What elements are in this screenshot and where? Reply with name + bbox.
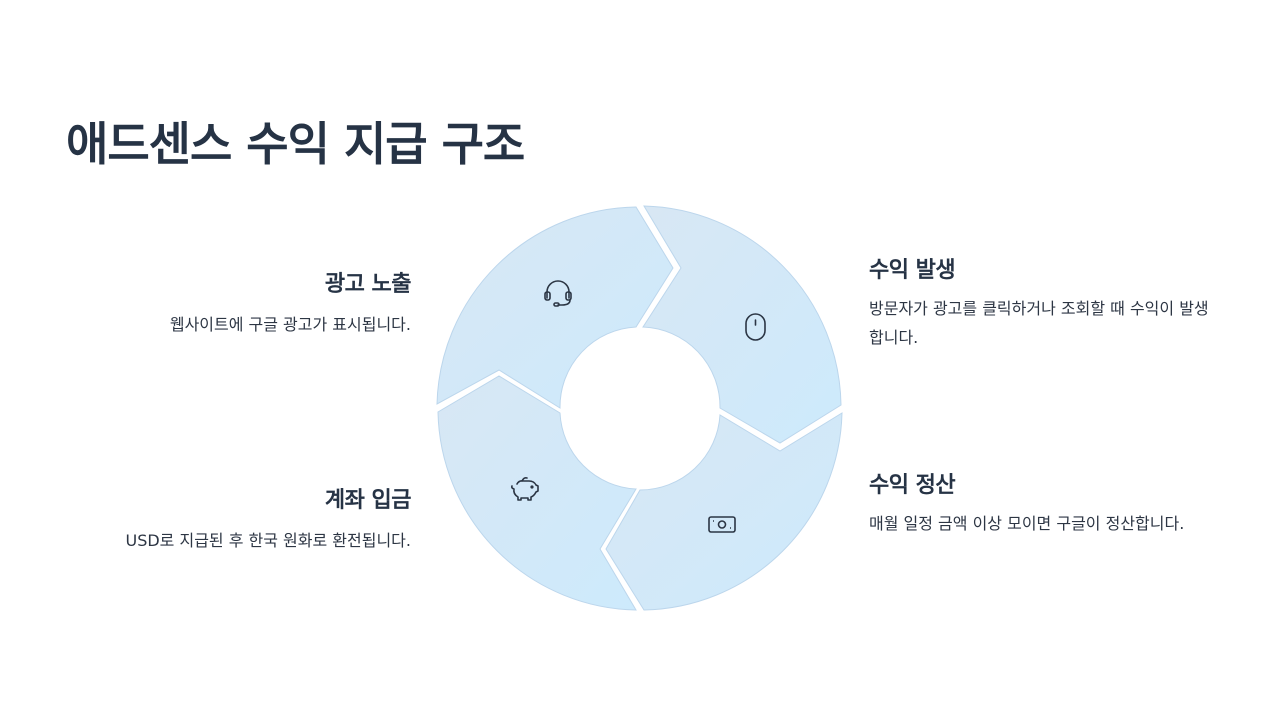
- mouse-icon: [745, 313, 766, 341]
- step-heading: 계좌 입금: [324, 488, 412, 513]
- headset-icon: [544, 280, 572, 307]
- segment-deposit: [437, 375, 637, 611]
- segment-settle: [605, 412, 843, 611]
- step-description: 방문자가 광고를 클릭하거나 조회할 때 수익이 발생합니다.: [869, 299, 1209, 347]
- step-description: 웹사이트에 구글 광고가 표시됩니다.: [169, 315, 411, 334]
- page-title: 애드센스 수익 지급 구조: [66, 117, 525, 171]
- step-heading: 수익 발생: [869, 258, 956, 283]
- step-settle: 수익 정산 매월 일정 금액 이상 모이면 구글이 정산합니다.: [869, 467, 1209, 538]
- step-description: 매월 일정 금액 이상 모이면 구글이 정산합니다.: [869, 514, 1185, 533]
- step-heading: 수익 정산: [869, 473, 956, 498]
- step-click: 수익 발생 방문자가 광고를 클릭하거나 조회할 때 수익이 발생합니다.: [869, 252, 1219, 352]
- banknote-icon: [708, 516, 736, 533]
- step-heading: 광고 노출: [324, 272, 412, 297]
- piggy-bank-icon: [510, 477, 539, 501]
- segment-click: [642, 205, 842, 444]
- step-deposit: 계좌 입금 USD로 지급된 후 한국 원화로 환전됩니다.: [51, 482, 411, 555]
- step-description: USD로 지급된 후 한국 원화로 환전됩니다.: [125, 531, 411, 550]
- segment-exposure: [436, 206, 674, 409]
- step-exposure: 광고 노출 웹사이트에 구글 광고가 표시됩니다.: [51, 266, 412, 339]
